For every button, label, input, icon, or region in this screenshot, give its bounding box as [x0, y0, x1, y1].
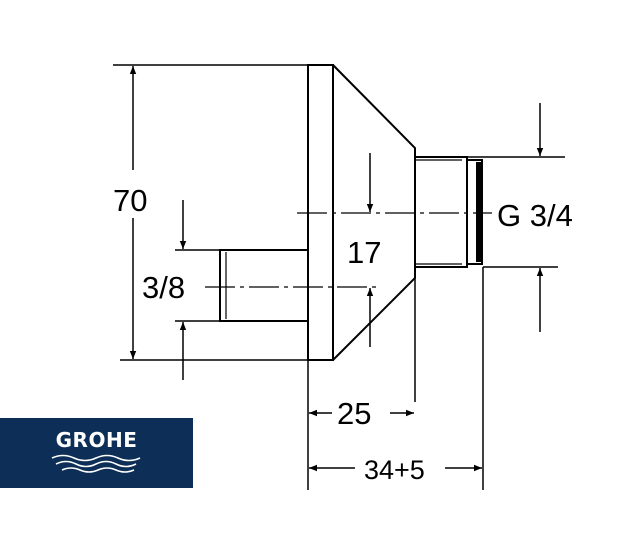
- dim-inlet-thread-label: 3/8: [142, 270, 185, 305]
- logo-text: GROHE: [55, 428, 138, 452]
- dim-height-label: 70: [113, 183, 147, 218]
- dim-outlet-thread-label: G 3/4: [497, 198, 573, 233]
- waves-icon: [51, 454, 141, 473]
- grohe-logo: GROHE: [0, 418, 193, 488]
- dim-flange-depth-label: 25: [337, 396, 371, 431]
- inlet-nipple: [219, 249, 309, 322]
- dim-offset-label: 17: [347, 235, 381, 270]
- dim-total-depth-label: 34+5: [364, 455, 425, 485]
- outlet-nipple: [414, 156, 468, 268]
